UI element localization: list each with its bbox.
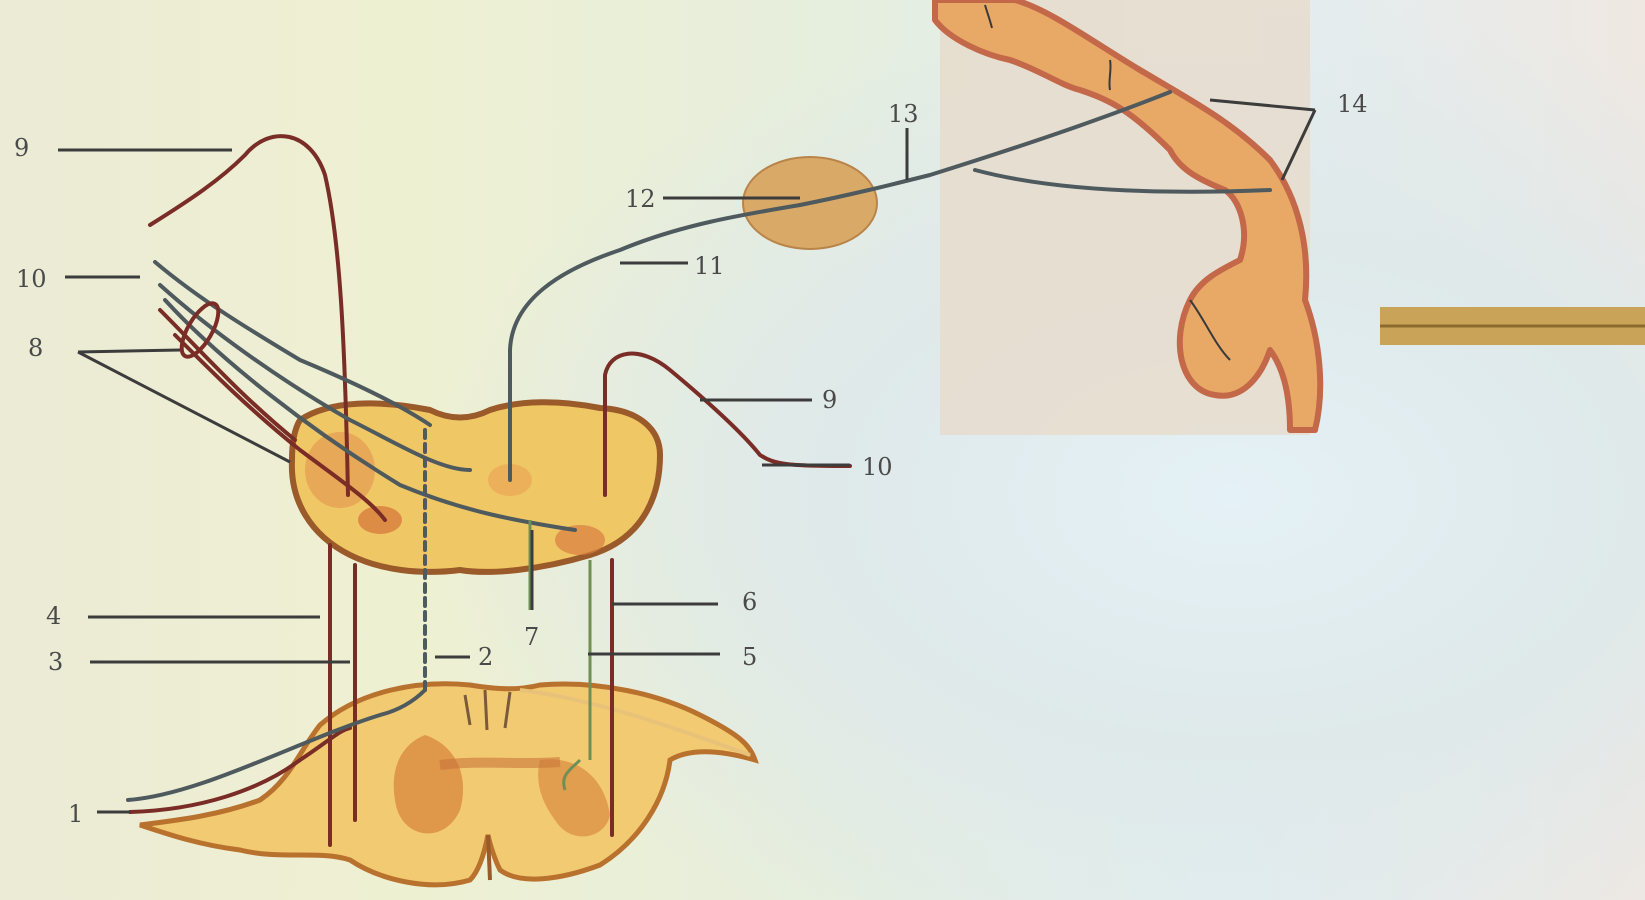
label-10-left: 10: [16, 265, 47, 293]
label-9-left: 9: [14, 134, 29, 162]
label-13: 13: [888, 100, 919, 128]
label-8: 8: [28, 334, 43, 362]
label-9-right: 9: [822, 386, 837, 414]
lower-spinal-cord-section: [140, 684, 755, 885]
label-4: 4: [46, 602, 61, 630]
label-6: 6: [742, 588, 757, 616]
label-2: 2: [478, 643, 493, 671]
cerebral-cortex-section: [935, 0, 1320, 435]
label-5: 5: [742, 643, 757, 671]
label-12: 12: [625, 185, 656, 213]
label-11: 11: [694, 252, 725, 280]
label-3: 3: [48, 648, 63, 676]
label-14: 14: [1337, 90, 1368, 118]
label-1: 1: [68, 800, 83, 828]
label-7: 7: [524, 623, 539, 651]
label-10-right: 10: [862, 453, 893, 481]
